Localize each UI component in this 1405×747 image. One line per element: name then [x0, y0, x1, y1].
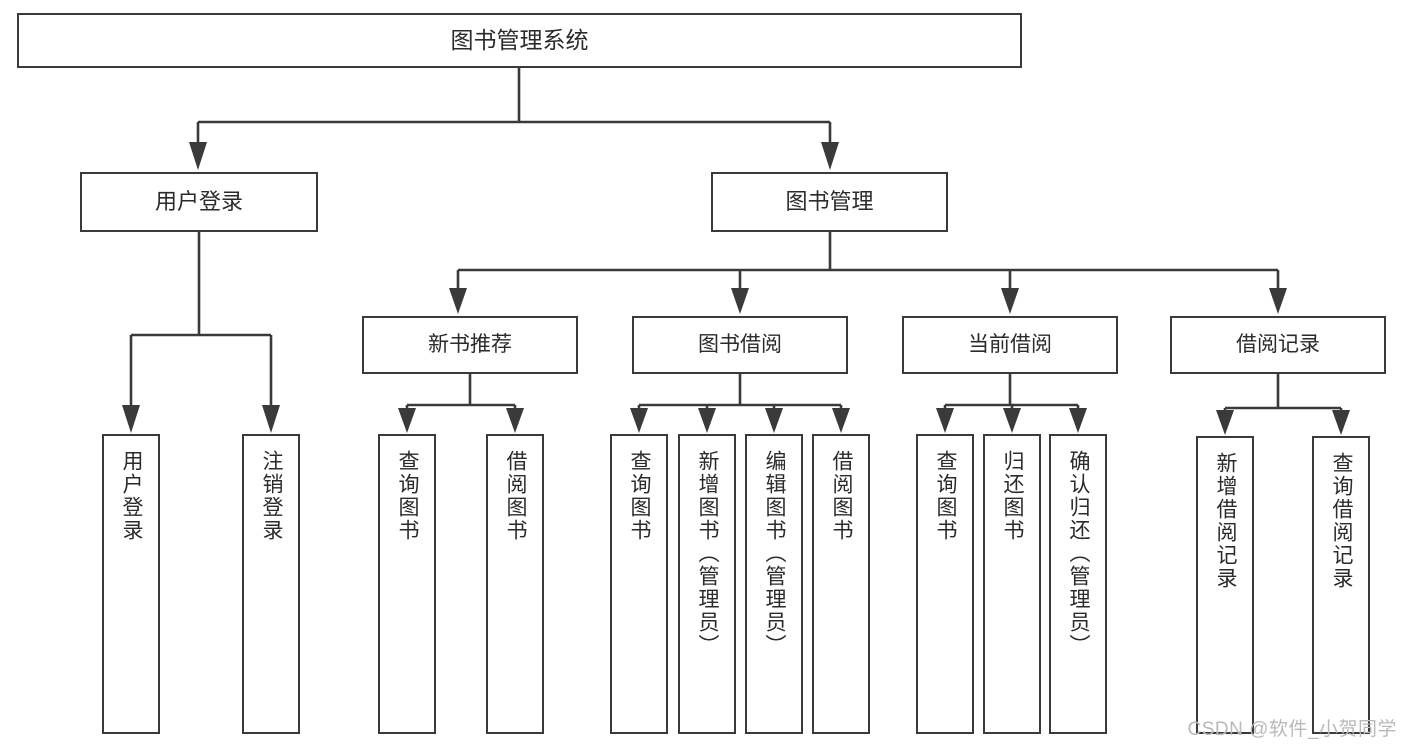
- arrowhead-br-leaf-2: [1332, 410, 1350, 435]
- node-book-management-system[interactable]: 图书管理系统: [17, 13, 1022, 68]
- leaf-query-borrow-record[interactable]: 查询借阅记录: [1312, 436, 1370, 734]
- node-label: 图书管理系统: [450, 26, 589, 53]
- node-current-borrowing[interactable]: 当前借阅: [902, 316, 1118, 374]
- arrowhead-bb-leaf-2: [698, 408, 716, 433]
- node-borrowing-record[interactable]: 借阅记录: [1170, 316, 1386, 374]
- node-book-borrowing[interactable]: 图书借阅: [632, 316, 848, 374]
- leaf-return-book[interactable]: 归还图书: [983, 434, 1041, 734]
- node-label: 新增图书（管理员）: [696, 450, 720, 657]
- node-label: 新书推荐: [428, 332, 512, 356]
- arrowhead-bb-leaf-4: [832, 408, 850, 433]
- arrowhead-br-leaf-1: [1216, 410, 1234, 435]
- arrowhead-cb-leaf-3: [1069, 408, 1087, 433]
- arrowhead-bb-leaf-3: [765, 408, 783, 433]
- arrowhead-new-book: [449, 288, 467, 314]
- leaf-edit-book-admin[interactable]: 编辑图书（管理员）: [745, 434, 803, 734]
- leaf-query-book-current[interactable]: 查询图书: [916, 434, 974, 734]
- arrowhead-book-borrow: [731, 288, 749, 314]
- leaf-query-book-recommend[interactable]: 查询图书: [378, 434, 436, 734]
- arrowhead-ul-leaf-1: [122, 405, 140, 433]
- watermark: CSDN @软件_小贺同学: [1187, 719, 1397, 740]
- node-label: 用户登录: [154, 189, 243, 215]
- leaf-add-borrow-record[interactable]: 新增借阅记录: [1196, 436, 1254, 734]
- arrowhead-user-login: [189, 142, 207, 170]
- arrowhead-ul-leaf-2: [262, 405, 280, 433]
- leaf-logout[interactable]: 注销登录: [242, 434, 300, 734]
- node-label: 归还图书: [1001, 450, 1025, 542]
- node-label: 当前借阅: [968, 332, 1052, 356]
- node-label: 用户登录: [120, 450, 144, 542]
- node-label: 查询图书: [934, 450, 958, 542]
- leaf-borrow-book-recommend[interactable]: 借阅图书: [486, 434, 544, 734]
- arrowhead-nbr-leaf-1: [398, 408, 416, 433]
- leaf-borrow-book[interactable]: 借阅图书: [812, 434, 870, 734]
- arrowhead-nbr-leaf-2: [506, 408, 524, 433]
- node-label: 注销登录: [260, 450, 284, 542]
- leaf-confirm-return-admin[interactable]: 确认归还（管理员）: [1049, 434, 1107, 734]
- node-label: 图书管理: [785, 189, 874, 215]
- arrowhead-book-manage: [821, 142, 839, 170]
- arrowhead-cb-leaf-1: [936, 408, 954, 433]
- node-label: 借阅图书: [830, 450, 854, 542]
- node-label: 查询图书: [396, 450, 420, 542]
- node-label: 新增借阅记录: [1214, 452, 1238, 590]
- arrowhead-bb-leaf-1: [630, 408, 648, 433]
- node-new-book-recommendation[interactable]: 新书推荐: [362, 316, 578, 374]
- node-label: 借阅记录: [1236, 332, 1320, 356]
- node-label: 查询图书: [628, 450, 652, 542]
- leaf-query-book-borrow[interactable]: 查询图书: [610, 434, 668, 734]
- node-user-login[interactable]: 用户登录: [80, 172, 318, 232]
- node-book-management[interactable]: 图书管理: [711, 172, 948, 232]
- node-label: 查询借阅记录: [1330, 452, 1354, 590]
- node-label: 借阅图书: [504, 450, 528, 542]
- arrowhead-cb-leaf-2: [1003, 408, 1021, 433]
- arrowhead-current-borrow: [1001, 288, 1019, 314]
- arrowhead-borrow-record: [1269, 288, 1287, 314]
- leaf-add-book-admin[interactable]: 新增图书（管理员）: [678, 434, 736, 734]
- node-label: 编辑图书（管理员）: [763, 450, 787, 657]
- leaf-user-login[interactable]: 用户登录: [102, 434, 160, 734]
- node-label: 确认归还（管理员）: [1067, 450, 1091, 657]
- node-label: 图书借阅: [698, 332, 782, 356]
